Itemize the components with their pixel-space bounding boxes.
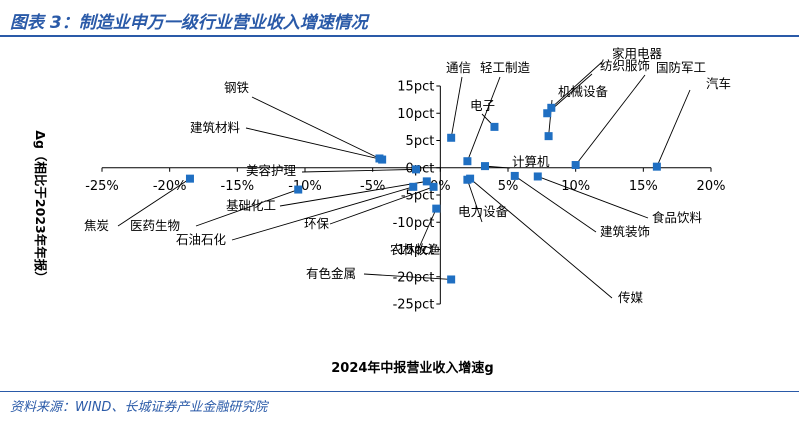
scatter-point[interactable] <box>429 182 438 191</box>
leader-line <box>279 180 427 207</box>
scatter-point[interactable] <box>490 122 499 131</box>
leader-line <box>329 186 434 225</box>
point-label: 建筑装饰 <box>600 224 650 239</box>
y-tick-label: -25pct <box>393 298 435 313</box>
leader-line <box>466 76 501 162</box>
scatter-point[interactable] <box>480 162 489 171</box>
scatter-point[interactable] <box>447 133 456 142</box>
x-tick-label: 15% <box>629 179 658 194</box>
scatter-point[interactable] <box>652 162 661 171</box>
point-label: 轻工制造 <box>480 60 531 75</box>
point-label: 电子 <box>470 98 495 113</box>
y-tick-label: -20pct <box>393 270 435 285</box>
point-label: 计算机 <box>512 154 550 169</box>
y-tick-label: 10pct <box>397 107 434 122</box>
point-label: 有色金属 <box>306 266 356 281</box>
footer-rule <box>0 391 799 392</box>
scatter-point[interactable] <box>571 161 580 170</box>
leader-line <box>537 176 649 219</box>
leader-line <box>245 127 383 161</box>
point-label: 传媒 <box>618 290 644 305</box>
figure-header: 图表 3：制造业申万一级行业营业收入增速情况 <box>0 0 799 36</box>
point-label: 通信 <box>446 60 471 75</box>
leader-line <box>469 178 613 299</box>
point-label: 钢铁 <box>224 80 250 95</box>
point-label: 农林牧渔 <box>390 242 440 257</box>
scatter-point[interactable] <box>411 165 420 174</box>
scatter-point[interactable] <box>533 172 542 181</box>
y-tick-label: -15pct <box>393 243 435 258</box>
x-tick-label: -5% <box>360 179 385 194</box>
scatter-point[interactable] <box>185 174 194 183</box>
figure-title: 图表 3：制造业申万一级行业营业收入增速情况 <box>10 13 368 33</box>
leader-line <box>117 178 191 227</box>
scatter-point[interactable] <box>422 177 431 186</box>
x-tick-label: -25% <box>85 179 119 194</box>
y-tick-label: 5pct <box>406 134 435 149</box>
point-label: 美容护理 <box>246 163 297 178</box>
point-label: 纺织服饰 <box>600 58 650 73</box>
x-tick-label: -15% <box>221 179 255 194</box>
x-tick-label: -20% <box>153 179 187 194</box>
scatter-point[interactable] <box>510 171 519 180</box>
leader-line <box>466 179 483 223</box>
axes-group: -25%-20%-15%-10%-5%0%5%10%15%20%15pct10p… <box>85 80 725 313</box>
point-label: 石油石化 <box>176 232 227 247</box>
scatter-point[interactable] <box>544 132 553 141</box>
leader-line <box>656 89 691 167</box>
leader-line <box>551 61 603 109</box>
x-tick-label: 5% <box>498 179 519 194</box>
point-label: 环保 <box>304 216 330 231</box>
point-label: 医药生物 <box>130 218 180 233</box>
point-label: 汽车 <box>706 76 731 91</box>
scatter-point[interactable] <box>543 109 552 118</box>
leader-line <box>363 273 452 280</box>
x-axis-title: 2024年中报营业收入增速g <box>331 360 494 376</box>
leader-line <box>231 186 414 241</box>
scatter-point[interactable] <box>432 204 441 213</box>
point-label: 基础化工 <box>226 198 276 213</box>
leader-line <box>195 189 299 227</box>
scatter-point[interactable] <box>463 175 472 184</box>
point-label: 焦炭 <box>84 218 109 233</box>
scatter-point[interactable] <box>547 103 556 112</box>
point-label: 机械设备 <box>558 84 609 99</box>
point-labels-group: 汽车国防军工家用电器纺织服饰机械设备电子 通信轻工制造计算机食品饮料建筑装饰传媒 钢… <box>84 46 731 305</box>
y-axis-title: Δg（相比于2023年年报） <box>33 130 48 283</box>
scatter-point[interactable] <box>378 155 387 164</box>
leader-line <box>484 165 511 169</box>
y-tick-label: -10pct <box>393 216 435 231</box>
leader-line <box>251 96 380 159</box>
leader-line <box>450 76 463 138</box>
header-rule <box>0 35 799 37</box>
leader-line <box>417 208 437 251</box>
x-tick-label: 10% <box>561 179 590 194</box>
scatter-point[interactable] <box>294 185 303 194</box>
point-label: 国防军工 <box>656 60 706 75</box>
y-tick-label: 15pct <box>397 80 434 95</box>
scatter-chart: -25%-20%-15%-10%-5%0%5%10%15%20%15pct10p… <box>33 46 731 376</box>
y-tick-label: -5pct <box>401 189 434 204</box>
point-label: 家用电器 <box>612 46 663 61</box>
leader-line <box>301 168 416 173</box>
scatter-point[interactable] <box>409 182 418 191</box>
leader-line <box>575 74 646 166</box>
point-label: 食品饮料 <box>652 210 703 225</box>
figure-source: 资料来源：WIND、长城证券产业金融研究院 <box>10 400 268 415</box>
points-group <box>185 103 661 284</box>
scatter-point[interactable] <box>447 275 456 284</box>
point-label: 电力设备 <box>458 204 509 219</box>
leader-line <box>514 175 597 233</box>
scatter-point[interactable] <box>463 157 472 166</box>
x-tick-label: 20% <box>697 179 726 194</box>
point-label: 建筑材料 <box>190 120 241 135</box>
